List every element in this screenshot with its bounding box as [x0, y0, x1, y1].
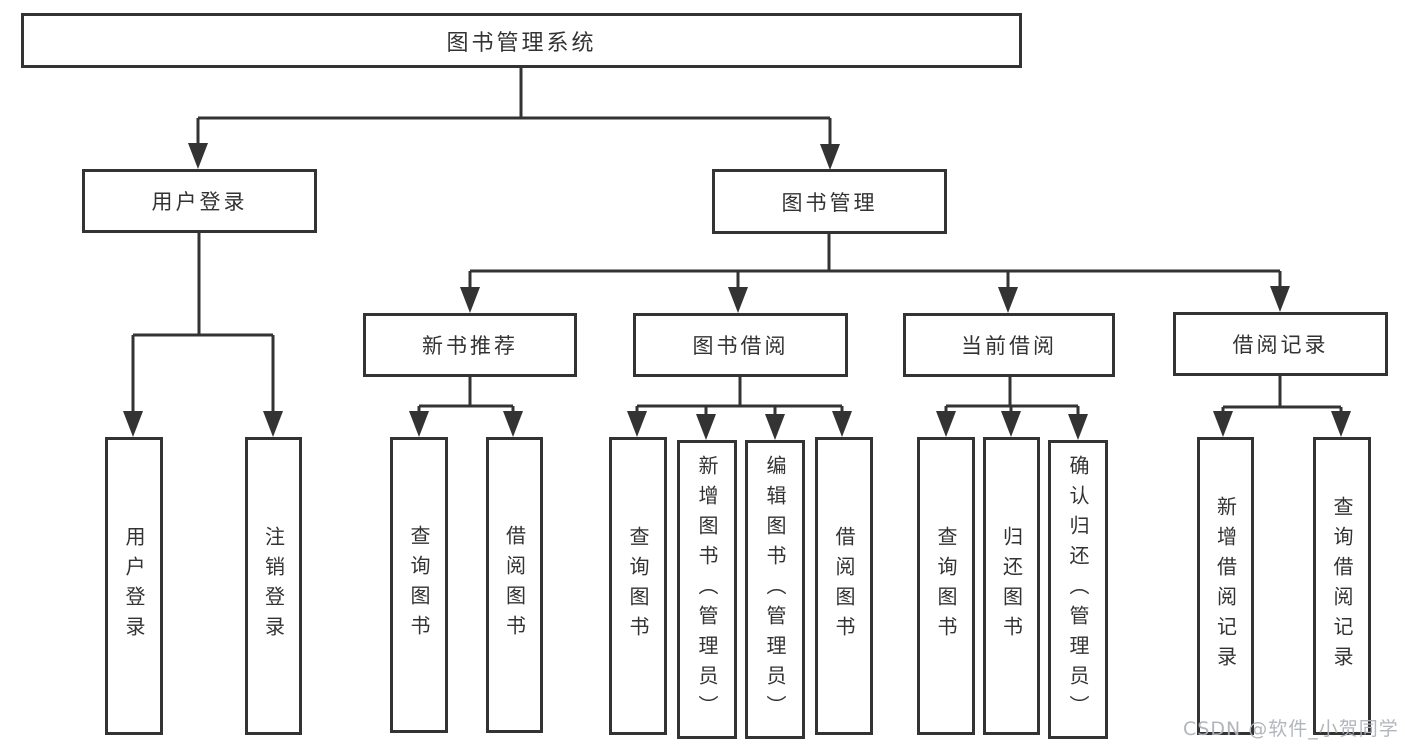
node-label: 图书管理系统 — [446, 30, 597, 56]
leaf-label: 编辑图书（管理员） — [763, 454, 787, 725]
leaf-label: 新增图书（管理员） — [695, 454, 719, 725]
leaf-add-borrow-record: 新增借阅记录 — [1197, 437, 1254, 735]
node-book-borrowing: 图书借阅 — [633, 313, 848, 377]
leaf-label: 查询借阅记录 — [1330, 496, 1354, 676]
leaf-label: 查询图书 — [934, 526, 958, 646]
leaf-add-book-admin: 新增图书（管理员） — [677, 440, 737, 739]
node-label: 用户登录 — [151, 190, 248, 214]
leaf-query-books-recommend: 查询图书 — [390, 437, 448, 733]
leaf-label: 查询图书 — [407, 525, 431, 645]
leaf-borrow-books-recommend: 借阅图书 — [486, 437, 543, 733]
leaf-label: 查询图书 — [626, 526, 650, 646]
leaf-label: 新增借阅记录 — [1213, 496, 1238, 676]
csdn-watermark: CSDN @软件_小贺同学 — [1183, 718, 1399, 740]
arrowheads — [123, 143, 1351, 440]
tree-edges — [131, 68, 1343, 418]
leaf-query-books-borrowing: 查询图书 — [609, 437, 667, 735]
node-new-book-recommendation: 新书推荐 — [363, 313, 577, 377]
node-book-management-system: 图书管理系统 — [21, 13, 1022, 68]
node-label: 图书管理 — [781, 190, 878, 215]
leaf-label: 确认归还（管理员） — [1066, 454, 1090, 725]
node-label: 当前借阅 — [961, 334, 1057, 358]
leaf-query-books-current: 查询图书 — [917, 437, 975, 735]
leaf-label: 借阅图书 — [832, 526, 856, 646]
node-book-management: 图书管理 — [712, 169, 947, 234]
leaf-label: 归还图书 — [999, 526, 1024, 646]
leaf-logout: 注销登录 — [245, 437, 302, 735]
leaf-label: 用户登录 — [122, 526, 146, 646]
leaf-return-books: 归还图书 — [983, 437, 1040, 735]
node-label: 图书借阅 — [692, 334, 789, 358]
leaf-confirm-return-admin: 确认归还（管理员） — [1048, 440, 1108, 739]
leaf-query-borrow-record: 查询借阅记录 — [1313, 437, 1371, 735]
node-user-login: 用户登录 — [82, 169, 317, 233]
node-label: 新书推荐 — [422, 334, 518, 358]
leaf-label: 借阅图书 — [502, 525, 527, 645]
leaf-edit-book-admin: 编辑图书（管理员） — [745, 440, 805, 739]
node-current-borrowing: 当前借阅 — [903, 313, 1115, 377]
leaf-label: 注销登录 — [261, 526, 286, 646]
node-label: 借阅记录 — [1232, 333, 1329, 357]
leaf-user-login: 用户登录 — [105, 437, 163, 735]
leaf-borrow-books-borrowing: 借阅图书 — [815, 437, 873, 735]
node-borrowing-records: 借阅记录 — [1173, 312, 1388, 376]
